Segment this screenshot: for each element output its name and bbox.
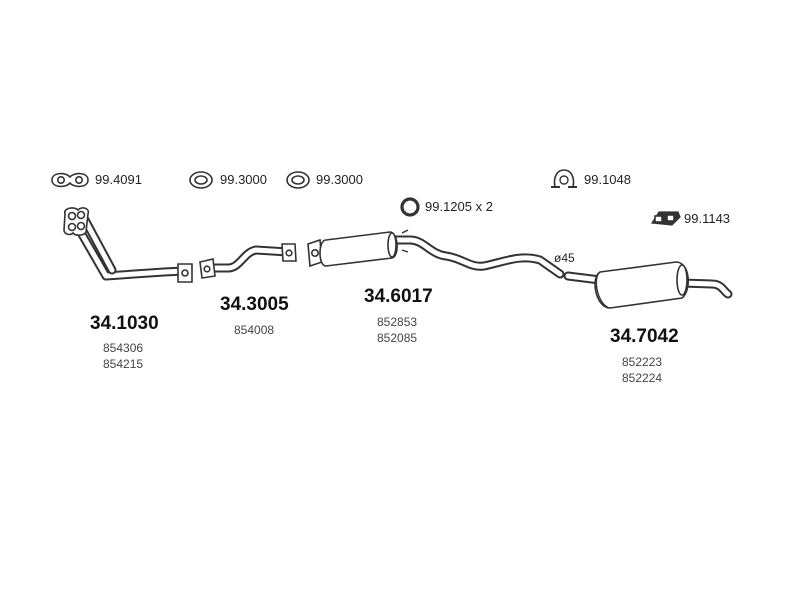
ring-icon: [400, 197, 420, 217]
oe-number: 854306: [103, 341, 144, 355]
accessory-code-99-4091: 99.4091: [95, 172, 142, 187]
ring-gasket-icon: [189, 171, 213, 189]
accessory-code-99-1205: 99.1205 x 2: [425, 199, 493, 214]
oe-number: 852223: [622, 355, 663, 369]
part-number-34-6017: 34.6017: [364, 286, 433, 307]
rubber-mount-icon: [650, 211, 681, 226]
diameter-annotation: ø45: [554, 251, 575, 265]
oe-numbers-34-1030: 854306 854215: [103, 340, 143, 372]
oe-number: 852085: [377, 331, 418, 345]
accessory-code-99-1143: 99.1143: [684, 211, 731, 226]
oe-number: 854215: [103, 357, 144, 371]
centre-silencer-drawing: [307, 229, 565, 279]
accessory-code-99-3000-a: 99.3000: [220, 172, 267, 187]
rear-silencer-drawing: [563, 261, 733, 309]
front-downpipe-drawing: [63, 207, 193, 283]
part-number-34-7042: 34.7042: [610, 326, 679, 347]
oe-numbers-34-3005: 854008: [234, 322, 274, 338]
intermediate-pipe-drawing: [199, 243, 297, 279]
double-ring-gasket-icon: [51, 172, 89, 188]
oe-numbers-34-7042: 852223 852224: [622, 354, 662, 386]
oe-number: 852224: [622, 371, 663, 385]
part-number-34-1030: 34.1030: [90, 313, 159, 334]
ring-gasket-icon: [286, 171, 310, 189]
accessory-code-99-1048: 99.1048: [584, 172, 631, 187]
clamp-icon: [551, 169, 577, 188]
oe-numbers-34-6017: 852853 852085: [377, 314, 417, 346]
accessory-code-99-3000-b: 99.3000: [316, 172, 363, 187]
part-number-34-3005: 34.3005: [220, 294, 289, 315]
oe-number: 852853: [377, 315, 418, 329]
oe-number: 854008: [234, 323, 275, 337]
